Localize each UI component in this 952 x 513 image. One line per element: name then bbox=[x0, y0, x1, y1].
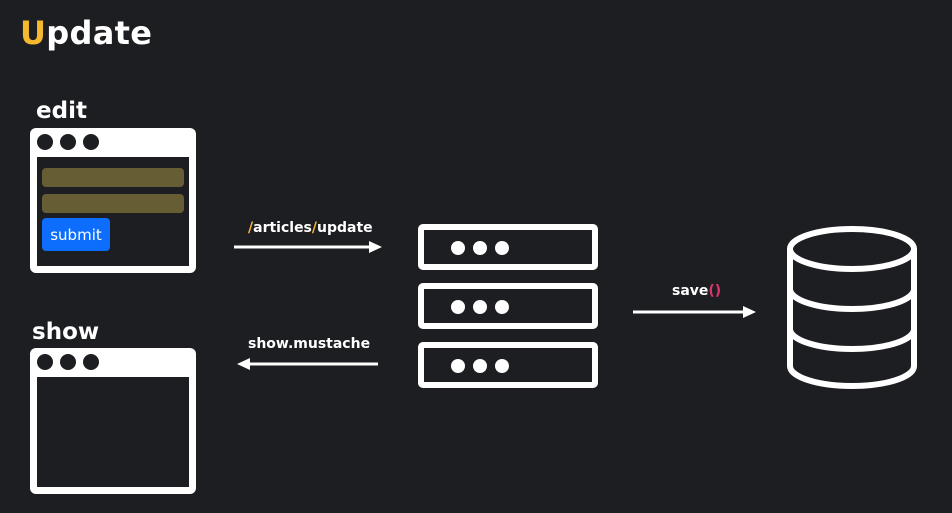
server-unit bbox=[418, 283, 598, 329]
window-dot-icon bbox=[83, 134, 99, 150]
url-segment-articles: articles bbox=[253, 220, 312, 236]
edit-browser-screen: submit bbox=[37, 157, 189, 266]
save-method-name: save bbox=[672, 283, 709, 299]
url-slash: / bbox=[311, 220, 318, 236]
server-light-icon bbox=[473, 300, 487, 314]
save-method-parens: () bbox=[708, 283, 722, 299]
page-title: Update bbox=[20, 10, 152, 56]
request-arrow-icon bbox=[234, 241, 382, 253]
response-view-label: show.mustache bbox=[248, 336, 371, 352]
request-url-label: /articles/update bbox=[248, 219, 373, 237]
url-segment-update: update bbox=[317, 220, 373, 236]
server-unit bbox=[418, 224, 598, 270]
window-dot-icon bbox=[60, 354, 76, 370]
url-slash: / bbox=[248, 220, 254, 236]
server-light-icon bbox=[495, 241, 509, 255]
title-rest: pdate bbox=[46, 14, 153, 52]
window-dot-icon bbox=[83, 354, 99, 370]
window-dot-icon bbox=[60, 134, 76, 150]
show-browser-window bbox=[30, 348, 196, 494]
edit-browser-window: submit bbox=[30, 128, 196, 273]
server-light-icon bbox=[451, 300, 465, 314]
response-arrow-icon bbox=[237, 358, 378, 370]
submit-button[interactable]: submit bbox=[42, 218, 110, 251]
window-controls bbox=[37, 354, 99, 370]
server-light-icon bbox=[451, 241, 465, 255]
server-light-icon bbox=[451, 359, 465, 373]
save-method-label: save() bbox=[672, 282, 721, 300]
show-label: show bbox=[32, 319, 100, 345]
show-browser-screen bbox=[37, 377, 189, 487]
content-input-field[interactable] bbox=[42, 194, 184, 213]
server-light-icon bbox=[473, 241, 487, 255]
server-light-icon bbox=[495, 359, 509, 373]
save-arrow-icon bbox=[633, 306, 756, 318]
window-dot-icon bbox=[37, 134, 53, 150]
server-light-icon bbox=[495, 300, 509, 314]
server-unit bbox=[418, 342, 598, 388]
title-input-field[interactable] bbox=[42, 168, 184, 187]
database-icon bbox=[787, 226, 917, 389]
window-dot-icon bbox=[37, 354, 53, 370]
title-accent-letter: U bbox=[20, 14, 47, 52]
server-light-icon bbox=[473, 359, 487, 373]
server-stack-icon bbox=[418, 224, 598, 389]
window-controls bbox=[37, 134, 99, 150]
edit-label: edit bbox=[36, 98, 87, 124]
